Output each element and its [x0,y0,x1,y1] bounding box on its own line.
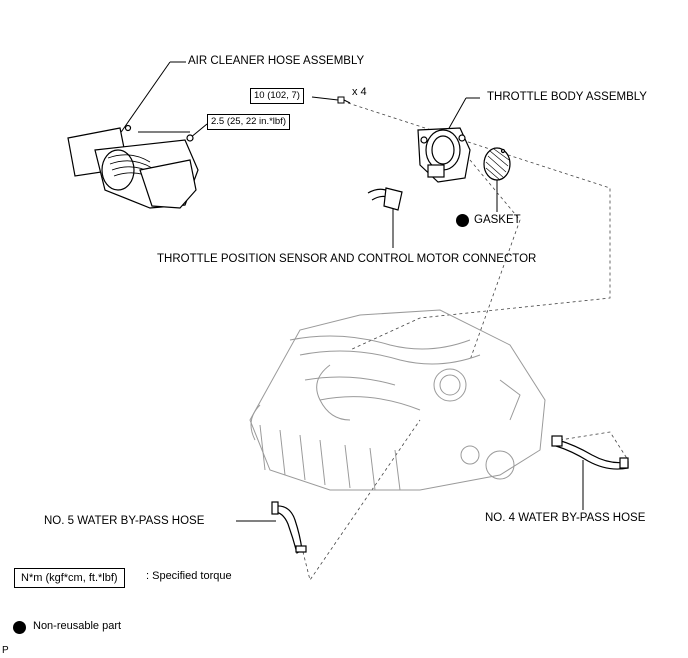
clamp-torque-leader [189,123,208,139]
bolt-quantity: x 4 [352,86,367,98]
bolt-icon [337,96,351,104]
bolt-torque-leader [311,96,339,101]
no4-water-bypass-hose [551,435,629,470]
tps-connector [367,187,403,211]
legend-nonreusable-desc: Non-reusable part [33,620,122,632]
no4-hose-label: NO. 4 WATER BY-PASS HOSE [485,512,646,524]
nonreusable-marker-icon [456,214,469,227]
assembly-dashed-lines [299,102,629,581]
clamp-torque-spec: 2.5 (25, 22 in.*lbf) [207,114,290,131]
gasket-part [483,147,511,181]
bolt-torque-spec: 10 (102, 7) [250,88,304,105]
gasket-label: GASKET [474,214,521,226]
legend-torque-desc: : Specified torque [146,570,232,582]
no5-water-bypass-hose [271,501,307,554]
air-cleaner-hose-assembly [67,124,199,209]
throttle-body-leader [447,97,467,131]
engine-ghost [249,309,546,491]
corner-mark: P [2,645,9,656]
air-cleaner-label: AIR CLEANER HOSE ASSEMBLY [188,55,365,67]
legend-nonreusable-icon [13,621,26,634]
legend-torque-box: N*m (kgf*cm, ft.*lbf) [14,568,125,589]
no5-hose-label: NO. 5 WATER BY-PASS HOSE [44,515,205,527]
throttle-body-label: THROTTLE BODY ASSEMBLY [487,91,647,103]
tps-connector-label: THROTTLE POSITION SENSOR AND CONTROL MOT… [157,253,537,265]
throttle-body-assembly [417,127,471,183]
